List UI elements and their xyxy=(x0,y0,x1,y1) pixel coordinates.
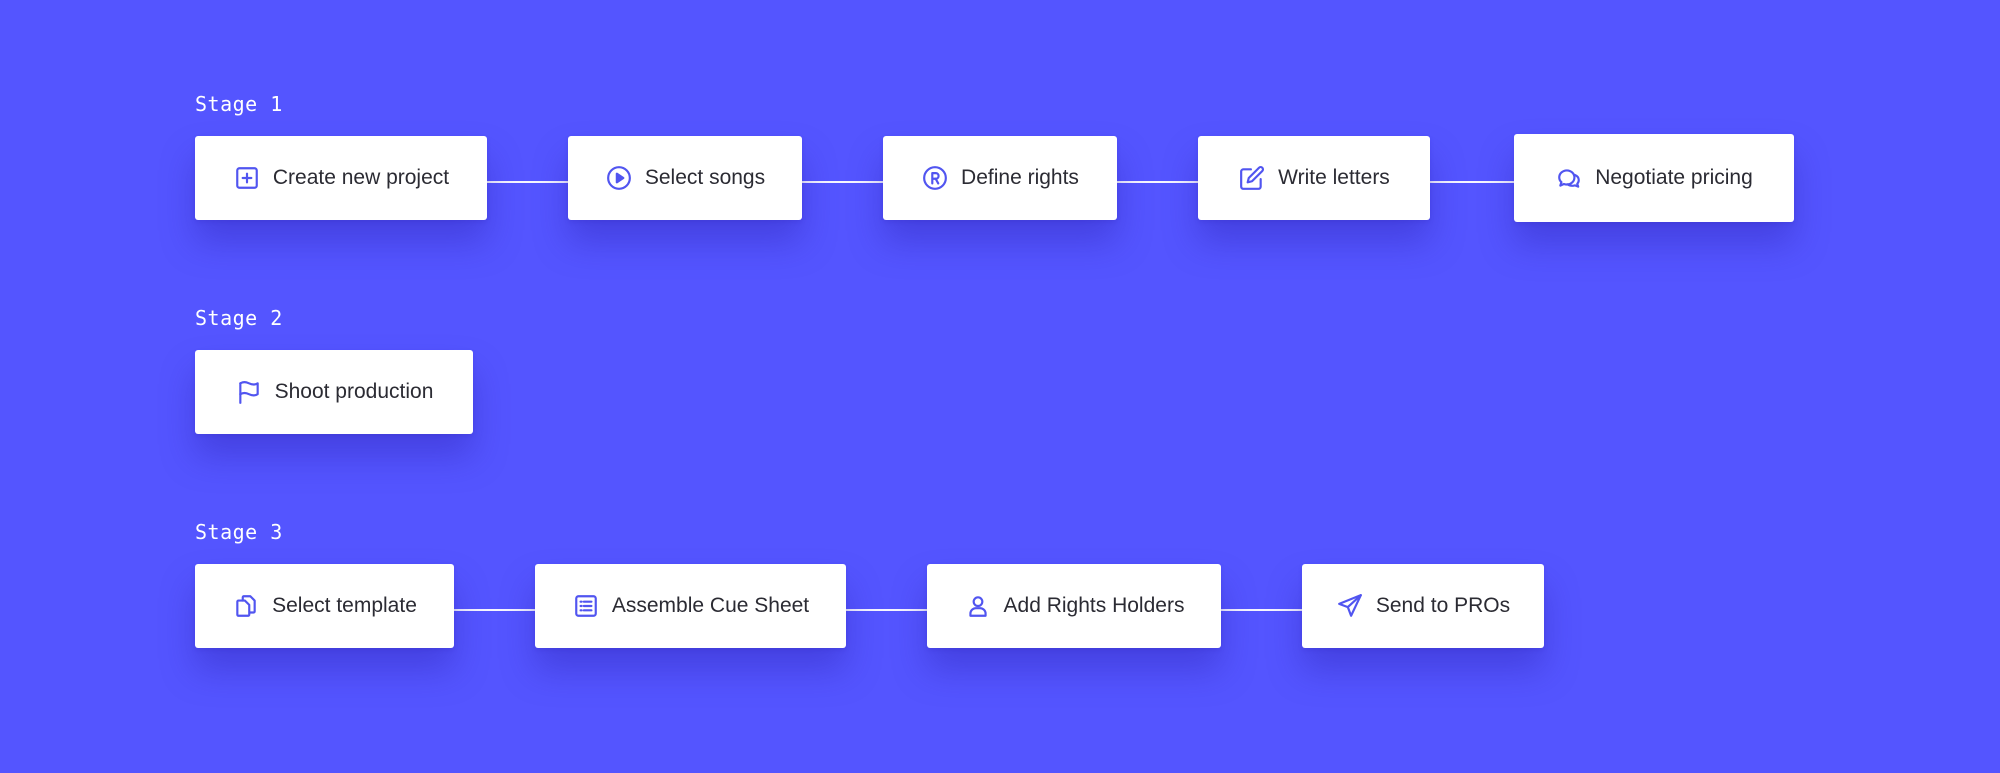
plus-square-icon xyxy=(233,164,261,192)
step-send-to-pros[interactable]: Send to PROs xyxy=(1302,564,1544,648)
step-label: Select songs xyxy=(644,166,766,189)
step-create-new-project[interactable]: Create new project xyxy=(195,136,487,220)
step-label: Send to PROs xyxy=(1375,594,1511,617)
flag-icon xyxy=(235,378,263,406)
copy-icon xyxy=(232,592,260,620)
list-icon xyxy=(572,592,600,620)
step-add-rights-holders[interactable]: Add Rights Holders xyxy=(927,564,1221,648)
step-label: Write letters xyxy=(1278,166,1390,189)
step-label: Define rights xyxy=(961,166,1079,189)
step-select-template[interactable]: Select template xyxy=(195,564,454,648)
step-label: Add Rights Holders xyxy=(1003,594,1185,617)
registered-icon xyxy=(921,164,949,192)
step-label: Assemble Cue Sheet xyxy=(611,594,810,617)
step-label: Negotiate pricing xyxy=(1595,166,1753,189)
step-label: Shoot production xyxy=(274,380,434,403)
edit-icon xyxy=(1238,164,1266,192)
step-label: Create new project xyxy=(272,166,450,189)
connector xyxy=(1221,609,1302,611)
step-write-letters[interactable]: Write letters xyxy=(1198,136,1430,220)
play-circle-icon xyxy=(605,164,633,192)
connector xyxy=(454,609,535,611)
stage-3-row: Select template Assemble Cue Sheet Add R… xyxy=(0,564,2000,648)
connector xyxy=(1117,181,1198,183)
stage-2-label: Stage 2 xyxy=(195,306,283,330)
connector xyxy=(487,181,568,183)
step-define-rights[interactable]: Define rights xyxy=(883,136,1117,220)
user-icon xyxy=(964,592,992,620)
stage-1-row: Create new project Select songs Define r… xyxy=(0,134,2000,222)
stage-1-label: Stage 1 xyxy=(195,92,283,116)
connector xyxy=(1430,181,1514,183)
paper-plane-icon xyxy=(1336,592,1364,620)
chat-bubbles-icon xyxy=(1555,164,1583,192)
step-shoot-production[interactable]: Shoot production xyxy=(195,350,473,434)
step-assemble-cue-sheet[interactable]: Assemble Cue Sheet xyxy=(535,564,846,648)
step-negotiate-pricing[interactable]: Negotiate pricing xyxy=(1514,134,1794,222)
step-label: Select template xyxy=(272,594,417,617)
stage-3-label: Stage 3 xyxy=(195,520,283,544)
connector xyxy=(846,609,927,611)
stage-2-row: Shoot production xyxy=(0,350,2000,434)
step-select-songs[interactable]: Select songs xyxy=(568,136,802,220)
connector xyxy=(802,181,883,183)
